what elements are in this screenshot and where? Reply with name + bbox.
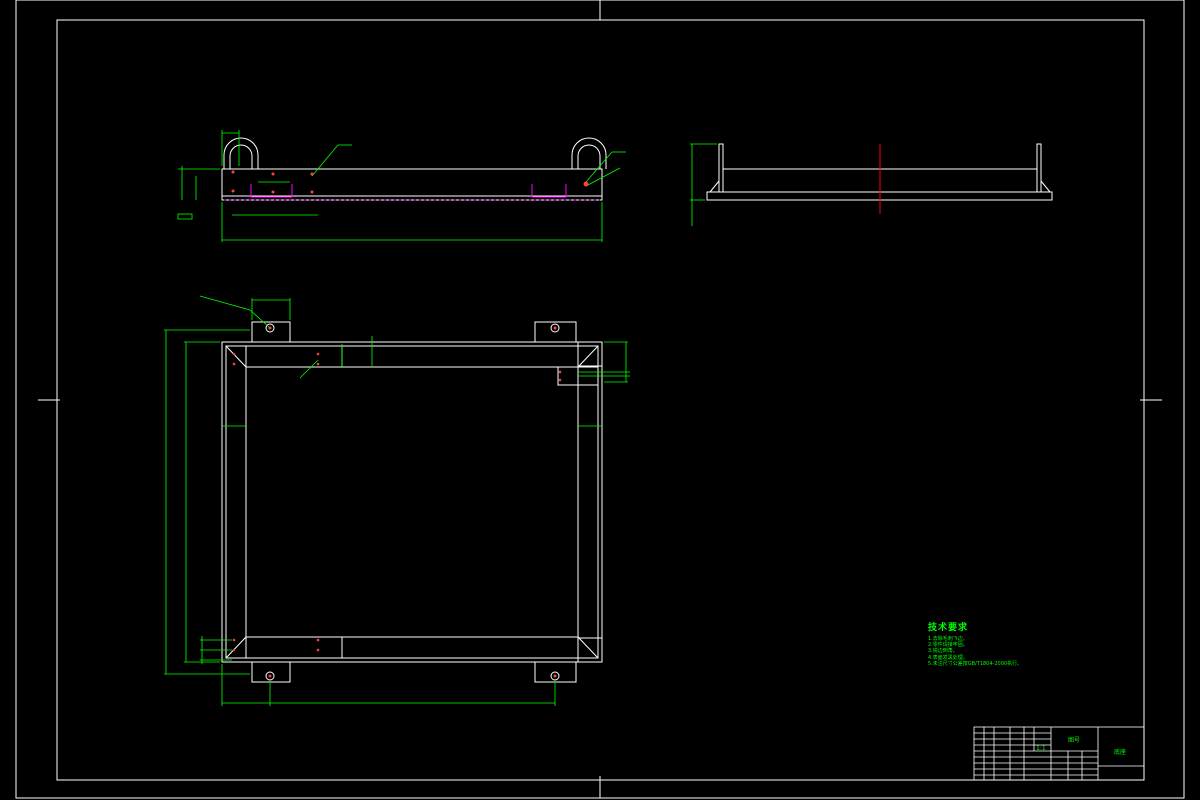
- technical-requirements: 技术要求 1.去除毛刺飞边。 2.零件焊接牢固。 3.锐边倒角。 4.表面发黑处…: [928, 620, 1022, 667]
- technical-requirements-title: 技术要求: [928, 623, 969, 633]
- title-block-part-name: 底座: [1114, 749, 1127, 756]
- title-block: [973, 726, 1145, 781]
- plan-view: [164, 295, 630, 706]
- title-block-drawing-no: 图号: [1068, 737, 1081, 744]
- technical-requirement-2: 2.零件焊接牢固。: [928, 642, 968, 649]
- technical-requirement-1: 1.去除毛刺飞边。: [928, 636, 968, 642]
- technical-requirement-5: 5.未注尺寸公差按GB/T1804-2000执行。: [928, 660, 1023, 667]
- title-block-scale: 1:1: [1036, 745, 1046, 752]
- technical-requirement-3: 3.锐边倒角。: [928, 648, 958, 655]
- technical-requirement-4: 4.表面发黑处理。: [928, 654, 968, 661]
- side-view: [690, 143, 1053, 226]
- front-view: [177, 130, 626, 242]
- sheet-border: [15, 0, 1185, 799]
